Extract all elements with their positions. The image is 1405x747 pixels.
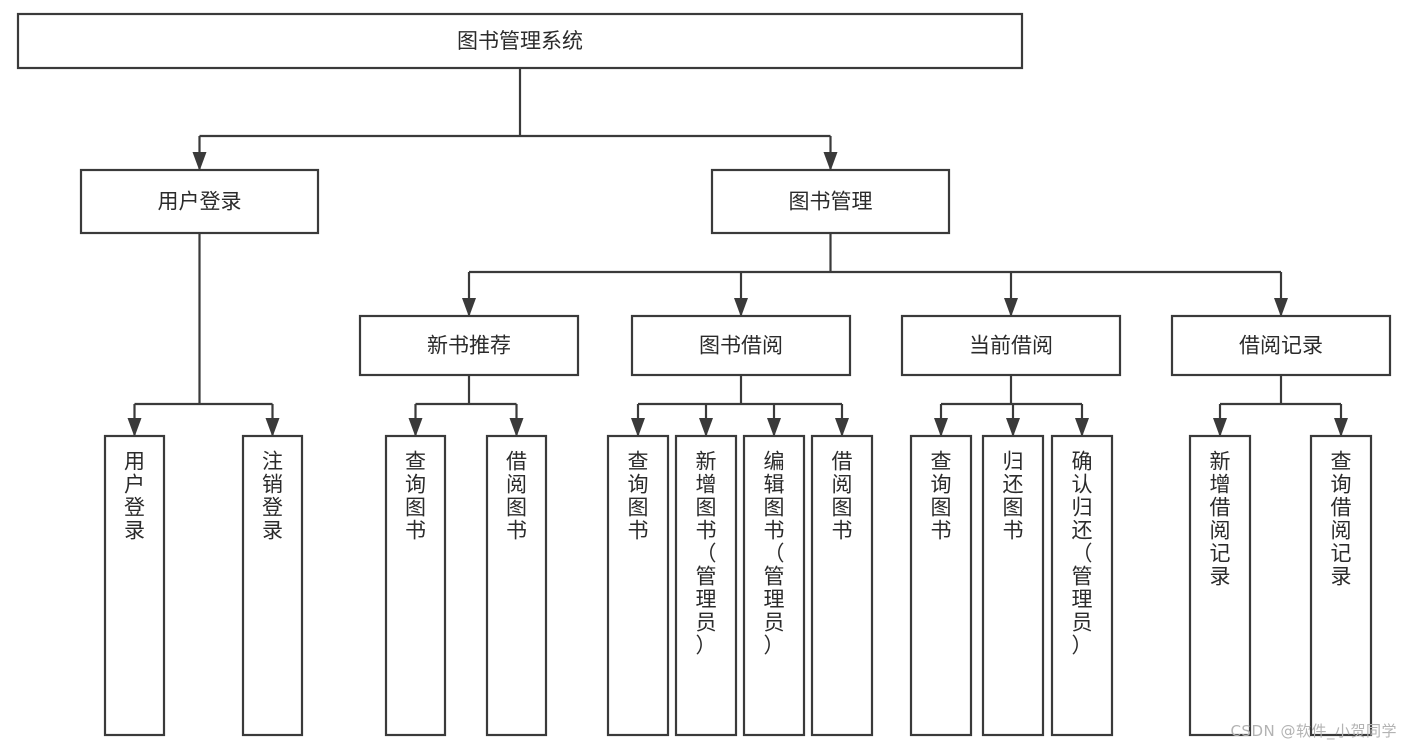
arrow-head-icon (1006, 418, 1020, 437)
node-box-leaf-query-book-borrow[interactable] (606, 434, 670, 737)
node-box-leaf-edit-book[interactable] (742, 434, 806, 737)
node-label-leaf-add-book: 新增图书（管理员） (696, 449, 717, 657)
node-box-leaf-query-book-rec[interactable] (384, 434, 447, 737)
node-box-leaf-return-book[interactable] (981, 434, 1045, 737)
node-leaf-query-record[interactable]: 查询借阅记录 (1309, 434, 1373, 737)
arrow-head-icon (265, 418, 280, 437)
connector-layer (127, 68, 1348, 437)
node-box-leaf-confirm-return[interactable] (1050, 434, 1114, 737)
node-box-leaf-add-book[interactable] (674, 434, 738, 737)
arrow-head-icon (1213, 418, 1227, 437)
node-label-leaf-query-record: 查询借阅记录 (1331, 449, 1352, 588)
node-box-borrow-record[interactable] (1170, 314, 1392, 377)
arrow-head-icon (192, 152, 207, 171)
node-label-leaf-query-book-cur: 查询图书 (931, 449, 952, 542)
arrow-head-icon (1334, 418, 1348, 437)
arrow-head-icon (734, 298, 748, 317)
node-box-root[interactable] (16, 12, 1024, 70)
arrow-head-icon (823, 152, 838, 171)
node-label-book-borrow: 图书借阅 (699, 334, 783, 358)
node-leaf-borrow-book-rec[interactable]: 借阅图书 (485, 434, 548, 737)
node-label-leaf-user-login: 用户登录 (124, 449, 145, 542)
node-book-borrow[interactable]: 图书借阅 (630, 314, 852, 377)
node-box-leaf-query-record[interactable] (1309, 434, 1373, 737)
arrow-head-icon (835, 418, 849, 437)
connector-book-manage (462, 233, 1288, 317)
connector-book-borrow (631, 375, 849, 437)
node-box-leaf-add-record[interactable] (1188, 434, 1252, 737)
node-new-book-rec[interactable]: 新书推荐 (358, 314, 580, 377)
node-leaf-add-book[interactable]: 新增图书（管理员） (674, 434, 738, 737)
arrow-head-icon (462, 298, 476, 317)
node-leaf-borrow-book[interactable]: 借阅图书 (810, 434, 874, 737)
node-book-manage[interactable]: 图书管理 (710, 168, 951, 235)
node-leaf-logout[interactable]: 注销登录 (241, 434, 304, 737)
node-box-book-borrow[interactable] (630, 314, 852, 377)
node-box-book-manage[interactable] (710, 168, 951, 235)
node-user-login[interactable]: 用户登录 (79, 168, 320, 235)
arrow-head-icon (934, 418, 948, 437)
node-box-leaf-user-login[interactable] (103, 434, 166, 737)
node-label-root: 图书管理系统 (457, 29, 583, 53)
node-layer: 图书管理系统用户登录图书管理新书推荐图书借阅当前借阅借阅记录用户登录注销登录查询… (16, 12, 1392, 737)
node-box-new-book-rec[interactable] (358, 314, 580, 377)
node-label-new-book-rec: 新书推荐 (427, 334, 511, 358)
node-label-user-login: 用户登录 (158, 190, 242, 214)
node-label-leaf-return-book: 归还图书 (1003, 449, 1024, 542)
node-label-book-manage: 图书管理 (789, 190, 873, 214)
node-leaf-add-record[interactable]: 新增借阅记录 (1188, 434, 1252, 737)
arrow-head-icon (1274, 298, 1288, 317)
node-label-leaf-borrow-book-rec: 借阅图书 (506, 449, 527, 542)
node-leaf-user-login[interactable]: 用户登录 (103, 434, 166, 737)
node-leaf-return-book[interactable]: 归还图书 (981, 434, 1045, 737)
node-leaf-query-book-rec[interactable]: 查询图书 (384, 434, 447, 737)
node-box-leaf-query-book-cur[interactable] (909, 434, 973, 737)
node-label-current-borrow: 当前借阅 (969, 334, 1053, 358)
node-box-current-borrow[interactable] (900, 314, 1122, 377)
arrow-head-icon (1075, 418, 1089, 437)
node-borrow-record[interactable]: 借阅记录 (1170, 314, 1392, 377)
node-box-leaf-logout[interactable] (241, 434, 304, 737)
node-leaf-query-book-borrow[interactable]: 查询图书 (606, 434, 670, 737)
node-box-user-login[interactable] (79, 168, 320, 235)
arrow-head-icon (127, 418, 142, 437)
connector-borrow-record (1213, 375, 1348, 437)
node-label-leaf-borrow-book: 借阅图书 (832, 449, 853, 542)
node-box-leaf-borrow-book-rec[interactable] (485, 434, 548, 737)
node-leaf-edit-book[interactable]: 编辑图书（管理员） (742, 434, 806, 737)
connector-new-book-rec (408, 375, 524, 437)
arrow-head-icon (631, 418, 645, 437)
node-label-leaf-confirm-return: 确认归还（管理员） (1072, 449, 1093, 657)
arrow-head-icon (699, 418, 713, 437)
csdn-watermark: CSDN @软件_小贺同学 (1230, 722, 1397, 740)
node-label-leaf-edit-book: 编辑图书（管理员） (764, 449, 785, 657)
node-leaf-confirm-return[interactable]: 确认归还（管理员） (1050, 434, 1114, 737)
node-leaf-query-book-cur[interactable]: 查询图书 (909, 434, 973, 737)
arrow-head-icon (408, 418, 423, 437)
node-label-borrow-record: 借阅记录 (1239, 334, 1323, 358)
node-label-leaf-add-record: 新增借阅记录 (1210, 449, 1231, 588)
node-label-leaf-query-book-borrow: 查询图书 (628, 449, 649, 542)
arrow-head-icon (509, 418, 524, 437)
node-label-leaf-logout: 注销登录 (262, 449, 283, 542)
arrow-head-icon (767, 418, 781, 437)
arrow-head-icon (1004, 298, 1018, 317)
connector-user-login (127, 233, 280, 437)
node-box-leaf-borrow-book[interactable] (810, 434, 874, 737)
node-current-borrow[interactable]: 当前借阅 (900, 314, 1122, 377)
connector-root (192, 68, 838, 171)
node-root[interactable]: 图书管理系统 (16, 12, 1024, 70)
node-label-leaf-query-book-rec: 查询图书 (405, 449, 426, 542)
connector-current-borrow (934, 375, 1089, 437)
